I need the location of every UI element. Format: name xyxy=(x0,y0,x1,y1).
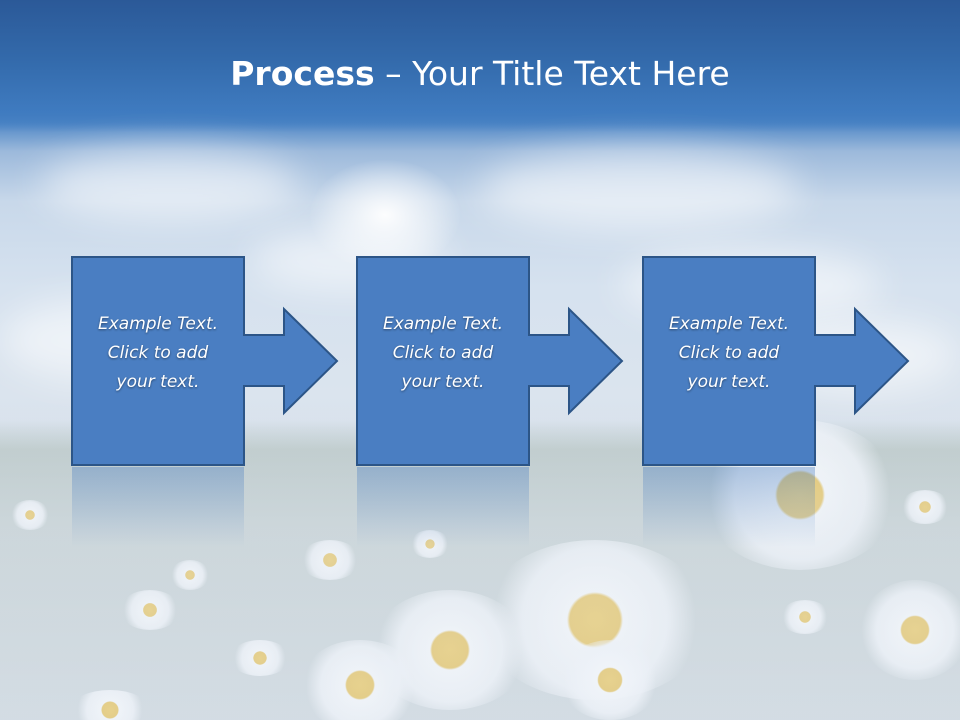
step-text-line: your text. xyxy=(116,372,200,392)
step-2-reflection xyxy=(357,467,529,547)
title-rest-part: – Your Title Text Here xyxy=(374,54,730,93)
slide-title[interactable]: Process – Your Title Text Here xyxy=(0,52,960,96)
process-step-2-shape[interactable] xyxy=(356,256,624,466)
step-text-line: Example Text. xyxy=(97,314,219,334)
step-text-line: Click to add xyxy=(392,343,494,363)
step-text-line: Example Text. xyxy=(668,314,790,334)
title-bold-part: Process xyxy=(230,54,375,93)
step-text-line: Click to add xyxy=(678,343,780,363)
process-step-3-text[interactable]: Example Text. Click to add your text. xyxy=(643,310,815,397)
step-text-line: your text. xyxy=(687,372,771,392)
step-text-line: your text. xyxy=(401,372,485,392)
sun-glow xyxy=(310,160,460,270)
step-text-line: Example Text. xyxy=(382,314,504,334)
process-step-1-text[interactable]: Example Text. Click to add your text. xyxy=(72,310,244,397)
process-step-3-shape[interactable] xyxy=(642,256,910,466)
title-band: Process – Your Title Text Here xyxy=(0,0,960,132)
process-step-2-text[interactable]: Example Text. Click to add your text. xyxy=(357,310,529,397)
process-step-1-shape[interactable] xyxy=(71,256,339,466)
step-text-line: Click to add xyxy=(107,343,209,363)
step-1-reflection xyxy=(72,467,244,547)
step-3-reflection xyxy=(643,467,815,547)
